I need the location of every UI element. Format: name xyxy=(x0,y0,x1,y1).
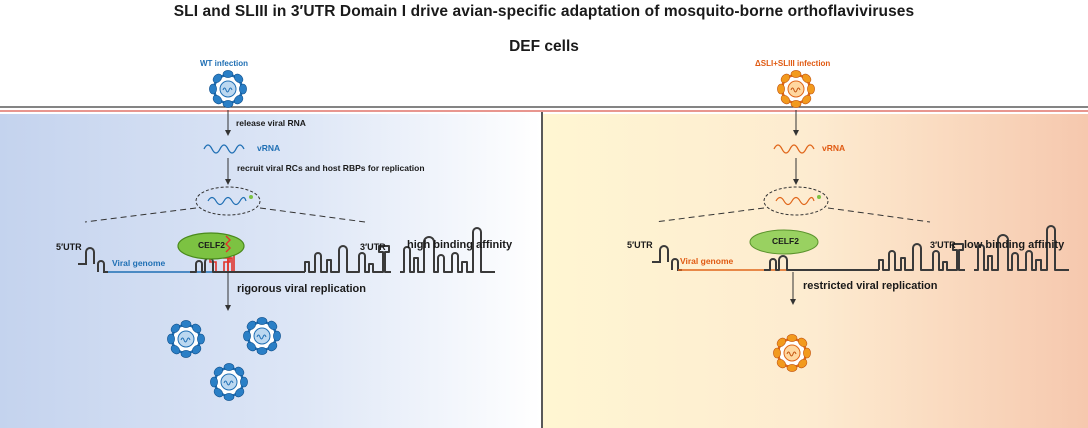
viral-genome-label-right: Viral genome xyxy=(680,256,734,266)
release-viral-rna-label: release viral RNA xyxy=(236,118,306,128)
right-panel-background xyxy=(543,114,1088,428)
vrna-wave-left xyxy=(203,144,245,154)
low-affinity-label: low binding affinity xyxy=(964,239,1065,251)
vrna-label-left: vRNA xyxy=(257,143,281,153)
celf-dot-right xyxy=(817,195,821,199)
wt-virion-icon xyxy=(208,69,248,109)
high-affinity-label: high binding affinity xyxy=(407,239,513,251)
zoom-line-right-b xyxy=(827,207,931,223)
celf-dot-left xyxy=(249,195,253,199)
utr3-label-right: 3′UTR xyxy=(930,240,956,250)
utr5-label-left: 5′UTR xyxy=(56,242,82,252)
celf2-protein-left xyxy=(177,232,245,260)
vrna-in-ellipse-right xyxy=(775,196,815,206)
utr3-label-left: 3′UTR xyxy=(360,242,386,252)
figure-title: SLI and SLIII in 3′UTR Domain I drive av… xyxy=(173,3,915,20)
zoom-ellipse-left xyxy=(195,186,261,216)
progeny-virion-1 xyxy=(166,319,206,359)
recruit-label: recruit viral RCs and host RBPs for repl… xyxy=(237,163,425,173)
vrna-in-ellipse-left xyxy=(207,196,247,206)
utr5-label-right: 5′UTR xyxy=(627,240,653,250)
celf2-protein-right xyxy=(749,229,819,255)
progeny-virion-3 xyxy=(209,362,249,402)
progeny-virion-2 xyxy=(242,316,282,356)
celf2-label-right: CELF2 xyxy=(772,236,799,246)
utr-structure-right xyxy=(652,225,1070,271)
vrna-label-right: vRNA xyxy=(822,143,846,153)
viral-genome-label-left: Viral genome xyxy=(112,258,166,268)
binding-zigzag xyxy=(225,235,231,253)
celf2-label-left: CELF2 xyxy=(198,240,225,250)
restricted-replication-label: restricted viral replication xyxy=(803,280,938,292)
progeny-virion-mutant xyxy=(772,333,812,373)
zoom-line-right-a xyxy=(654,207,765,223)
figure-subtitle: DEF cells xyxy=(509,38,579,55)
wt-infection-label: WT infection xyxy=(200,59,248,68)
zoom-ellipse-right xyxy=(763,186,829,216)
mutant-virion-icon xyxy=(776,69,816,109)
zoom-line-left-b xyxy=(259,207,366,223)
zoom-line-left-a xyxy=(84,207,197,223)
mutant-infection-label: ΔSLI+SLIII infection xyxy=(755,59,831,68)
rigorous-replication-label: rigorous viral replication xyxy=(237,283,366,295)
vrna-wave-right xyxy=(773,144,815,154)
